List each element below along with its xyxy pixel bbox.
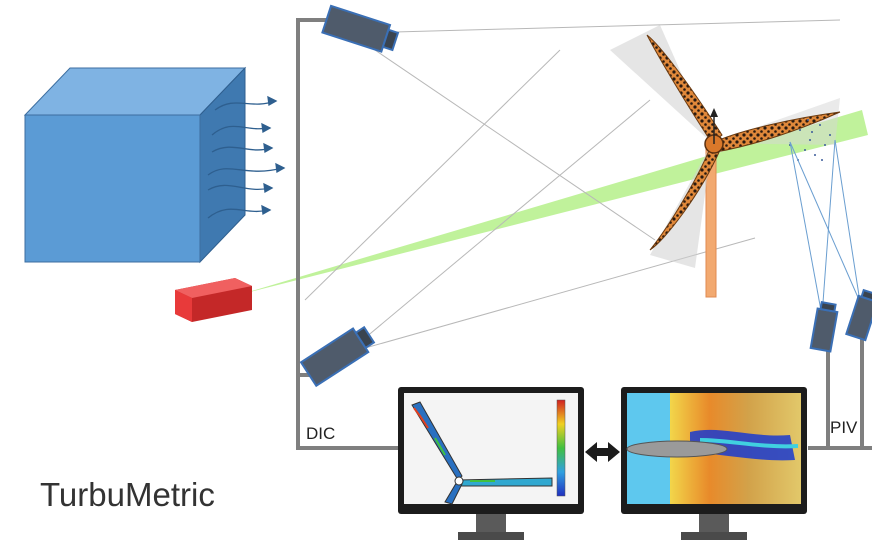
airfoil: [626, 440, 728, 458]
piv-camera-right: [845, 288, 872, 342]
colorbar: [556, 399, 566, 497]
dic-cable: [296, 18, 400, 450]
brand-name: TurbuMetric: [40, 476, 215, 513]
piv-cable: [808, 338, 872, 450]
dic-camera-bottom: [299, 325, 376, 388]
wind-turbine: [646, 34, 841, 251]
camera-view-lines: [304, 19, 841, 366]
seeding-particles: [789, 119, 831, 161]
piv-camera-left: [809, 301, 839, 353]
dic-monitor: [398, 387, 584, 540]
laser-source: [175, 278, 252, 322]
wind-tunnel-box: [23, 66, 247, 264]
airflow-arrows: [207, 95, 286, 219]
dic-result-blades: [411, 401, 553, 505]
piv-monitor: [621, 387, 807, 540]
double-arrow-icon: [585, 442, 620, 462]
dic-label: DIC: [306, 424, 336, 443]
piv-view-lines: [789, 139, 861, 317]
dic-camera-top: [321, 4, 400, 53]
piv-label: PIV: [830, 418, 858, 437]
